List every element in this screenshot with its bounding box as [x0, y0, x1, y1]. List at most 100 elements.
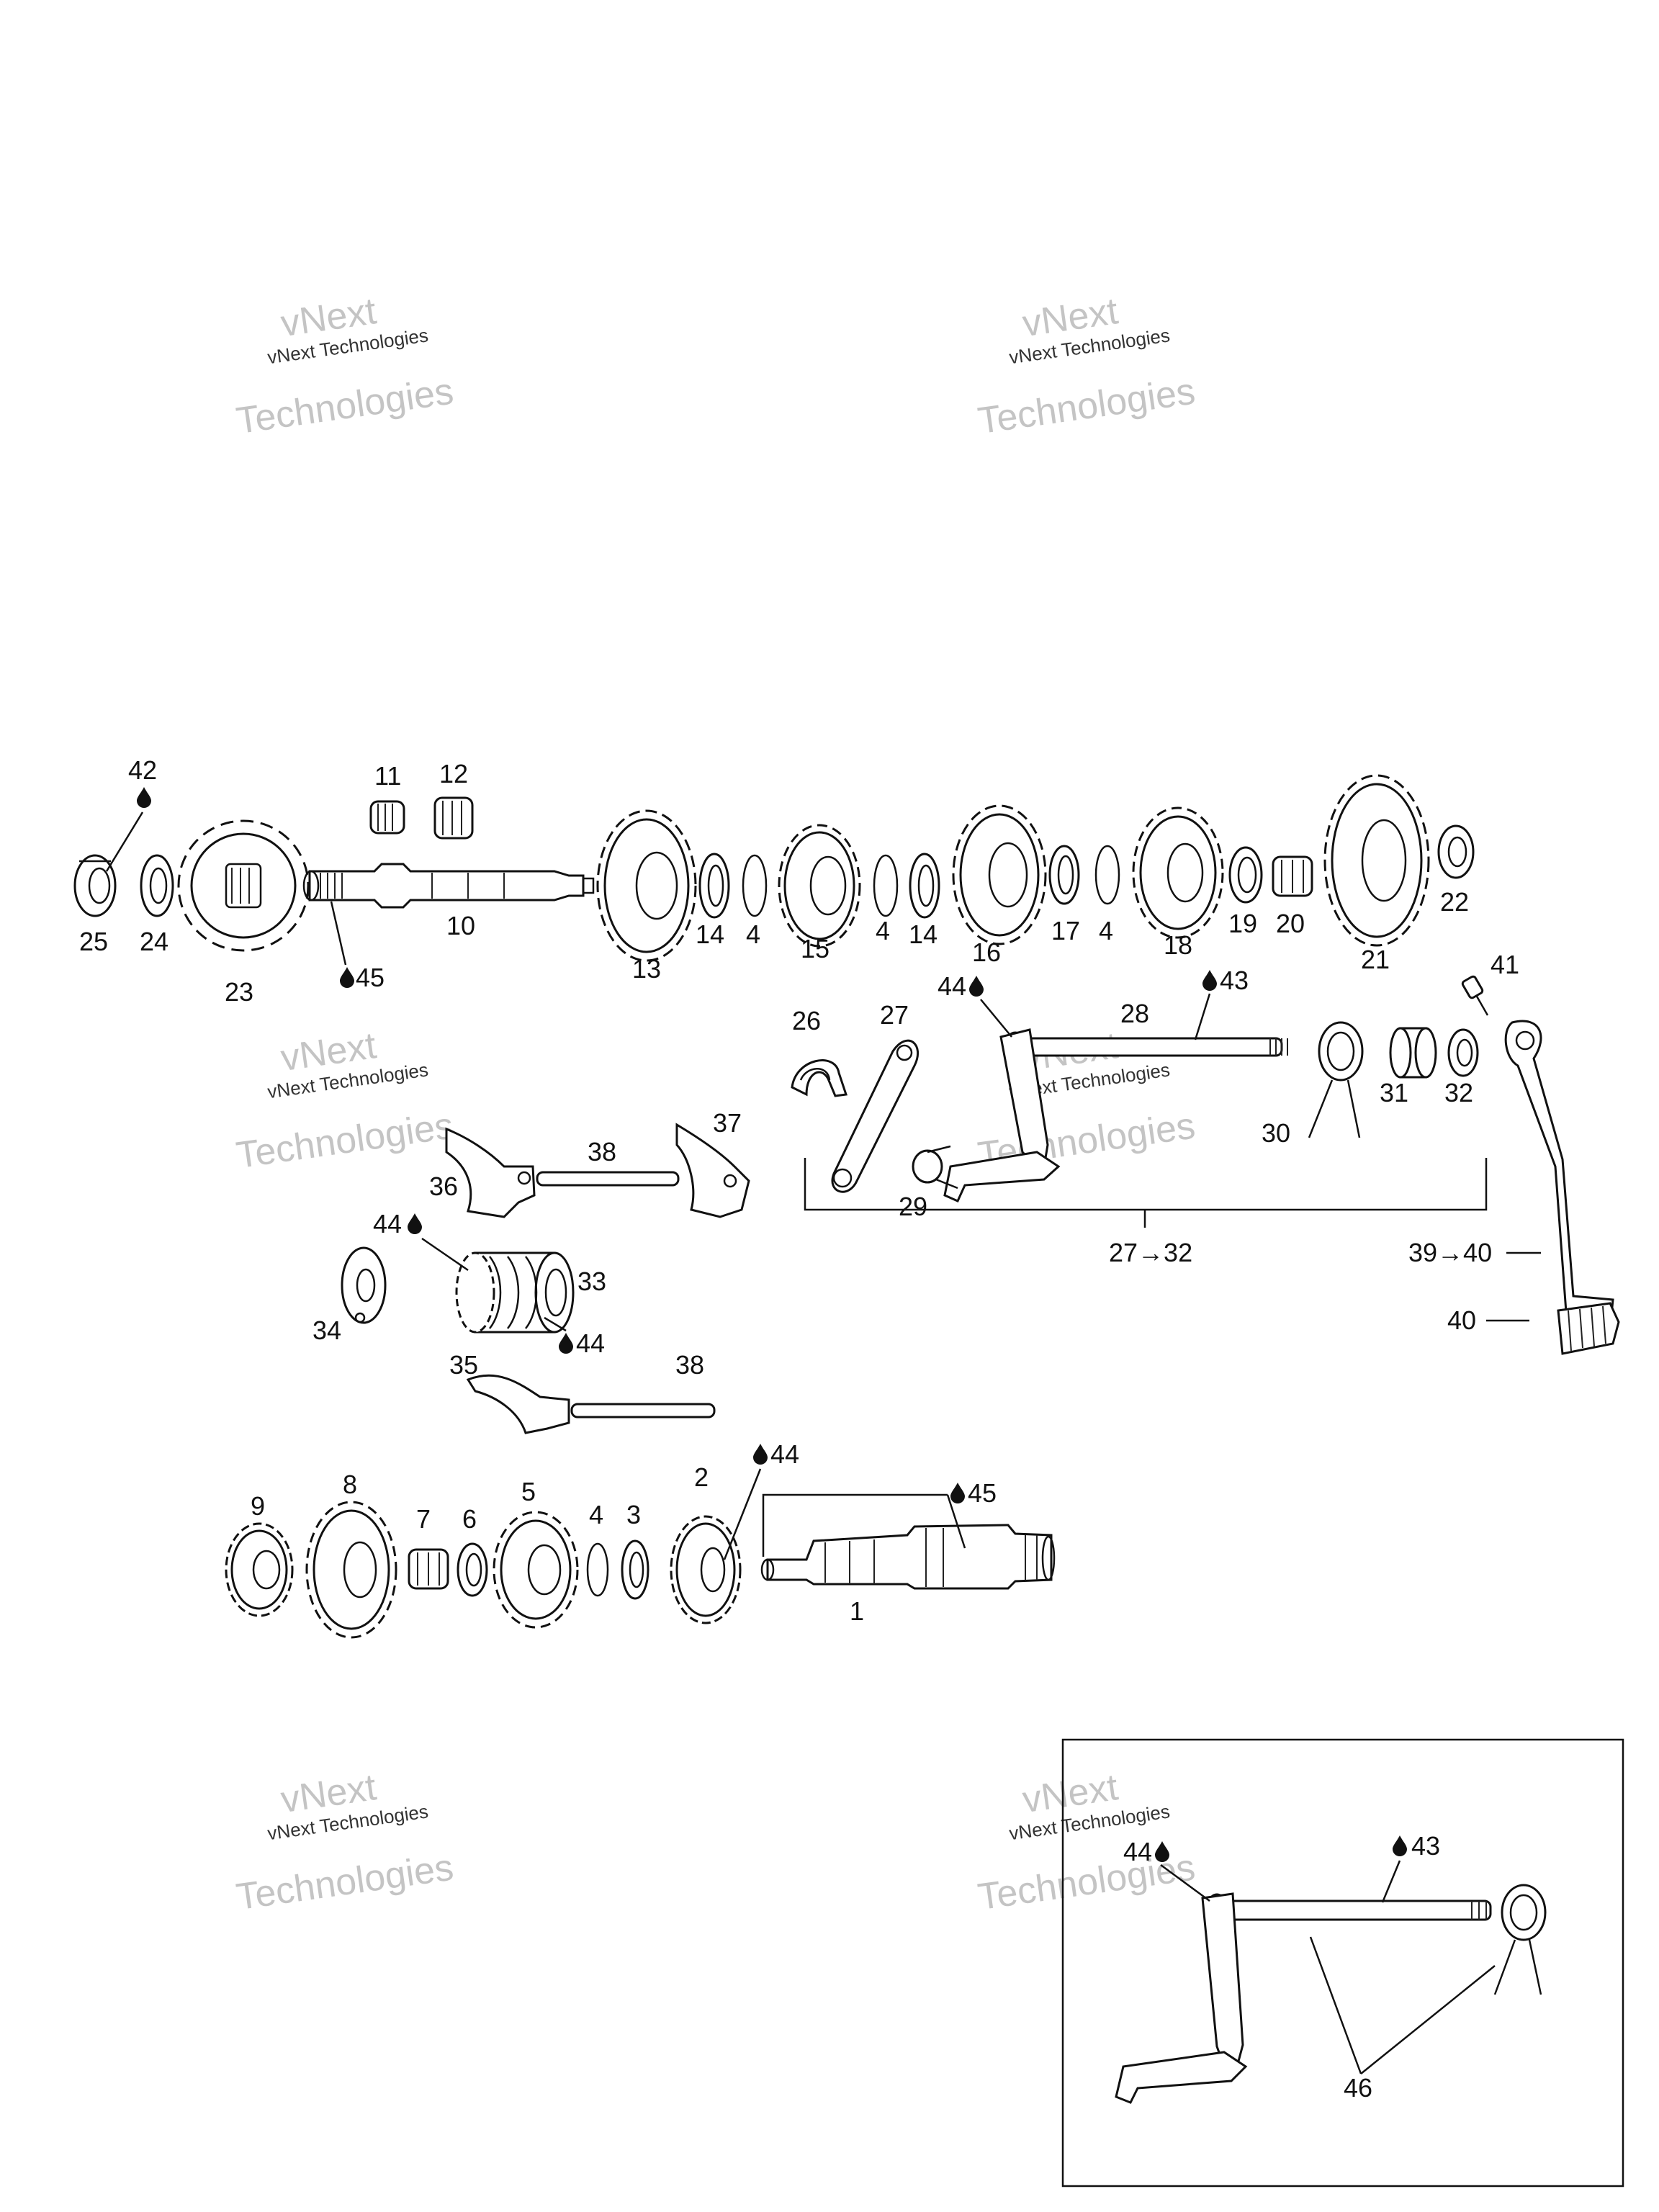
callout-41: 41: [1491, 950, 1519, 979]
output-shaft-assembly: 42 11 12 25 24 23 10 45 13 14 4 15 4 14 …: [73, 755, 1475, 1007]
part-34-plate: [341, 1246, 387, 1324]
part-4-circlip-d: [586, 1542, 609, 1597]
part-8-gear: [305, 1501, 397, 1639]
inset-shift-shaft-kit: 44 43 46: [1061, 1738, 1624, 2188]
callout-44: 44: [373, 1209, 402, 1238]
callout-2: 2: [694, 1462, 709, 1492]
oil-drop-icon: [1393, 1835, 1407, 1856]
input-shaft-assembly: 9 8 7 6 5 4 3 2 1 44 45: [225, 1439, 1056, 1639]
callout-33: 33: [577, 1267, 606, 1296]
callout-43: 43: [1220, 966, 1249, 995]
callout-20: 20: [1276, 909, 1305, 938]
part-4-circlip-b: [873, 854, 899, 917]
callout-15: 15: [801, 934, 830, 963]
oil-drop-icon: [559, 1333, 573, 1354]
callout-29: 29: [899, 1192, 927, 1221]
callout-12: 12: [439, 759, 468, 788]
part-14-washer-a: [698, 853, 730, 919]
callout-4: 4: [589, 1500, 603, 1529]
callout-44: 44: [1123, 1837, 1152, 1866]
callout-6: 6: [462, 1504, 477, 1534]
part-37-selector-fork: [675, 1123, 750, 1218]
selector-drum-assembly: 36 38 37 44 33 34 44 35 38: [313, 1108, 750, 1434]
callout-38: 38: [675, 1350, 704, 1380]
callout-44: 44: [576, 1328, 605, 1358]
part-16-gear: [952, 804, 1047, 945]
callout-30: 30: [1262, 1118, 1290, 1148]
oil-drop-icon: [408, 1213, 422, 1234]
callout-23: 23: [225, 977, 253, 1007]
callout-4: 4: [1099, 916, 1113, 945]
callout-3: 3: [626, 1500, 641, 1529]
callout-44: 44: [770, 1439, 799, 1469]
oil-drop-icon: [340, 967, 354, 988]
callout-21: 21: [1361, 945, 1390, 974]
watermark-top-left: Technologies vNext vNext Technologies: [234, 290, 457, 442]
callout-45: 45: [356, 963, 385, 992]
part-2-gear: [670, 1515, 742, 1624]
part-33-selector-drum: [455, 1251, 575, 1334]
part-30-spring: [1308, 1021, 1364, 1138]
callout-8: 8: [343, 1470, 357, 1499]
callout-17: 17: [1051, 916, 1080, 945]
part-29-spring: [912, 1145, 958, 1190]
part-31-bush: [1389, 1027, 1437, 1079]
callout-1: 1: [850, 1596, 864, 1626]
callout-45: 45: [968, 1478, 997, 1508]
part-27-selector-arm: [831, 1039, 919, 1193]
part-41-bolt: [1461, 975, 1489, 1016]
oil-drop-icon: [950, 1483, 965, 1503]
part-19-washer: [1228, 846, 1263, 904]
callout-44: 44: [938, 971, 966, 1001]
oil-drop-icon: [753, 1444, 768, 1465]
callout-19: 19: [1228, 909, 1257, 938]
part-13-gear: [596, 809, 697, 962]
svg-text:Technologies: Technologies: [976, 370, 1198, 442]
part-39-gear-lever: [1504, 1020, 1614, 1316]
part-4-circlip-c: [1094, 845, 1120, 905]
oil-drop-icon: [1155, 1841, 1169, 1862]
svg-text:Technologies: Technologies: [234, 370, 457, 442]
oil-drop-icon: [1202, 970, 1217, 991]
callout-18: 18: [1164, 930, 1192, 960]
gearshift-assembly: 44 43 28 41 26 27 29 30 31 32 27→32 39→4…: [791, 950, 1620, 1355]
callout-32: 32: [1444, 1078, 1473, 1107]
callout-35: 35: [449, 1350, 478, 1380]
callout-10: 10: [446, 911, 475, 940]
callout-28: 28: [1120, 999, 1149, 1028]
watermark-top-right: Technologies vNext vNext Technologies: [976, 290, 1198, 442]
callout-7: 7: [416, 1504, 431, 1534]
part-17-bush: [1048, 845, 1080, 905]
oil-drop-icon: [137, 787, 151, 808]
watermarks: Technologies vNext vNext Technologies Te…: [234, 290, 1198, 1918]
part-23-sprocket: [177, 819, 310, 952]
part-26-spring: [791, 1059, 848, 1097]
callout-46: 46: [1344, 2073, 1372, 2103]
part-1-input-shaft: [760, 1524, 1056, 1590]
callout-36: 36: [429, 1172, 458, 1201]
callout-11: 11: [374, 761, 401, 791]
callout-14: 14: [696, 920, 724, 949]
callout-9: 9: [251, 1491, 265, 1521]
part-6-washer: [457, 1542, 488, 1597]
part-40-lever-rubber: [1557, 1302, 1620, 1355]
part-10-output-shaft: [302, 863, 595, 909]
callout-5: 5: [521, 1477, 536, 1506]
svg-text:Technologies: Technologies: [234, 1105, 457, 1177]
callout-14: 14: [909, 920, 938, 949]
part-28-selector-claw: [943, 1151, 1061, 1202]
oil-drop-icon: [969, 976, 984, 997]
callout-31: 31: [1380, 1078, 1408, 1107]
part-24-washer: [140, 854, 174, 917]
watermark-mid-left: Technologies vNext vNext Technologies: [234, 1025, 457, 1177]
part-22-washer: [1437, 824, 1475, 879]
callout-38: 38: [588, 1137, 616, 1166]
callout-13: 13: [632, 954, 661, 984]
callout-27-32: 27→32: [1109, 1238, 1192, 1267]
callout-22: 22: [1440, 887, 1469, 917]
part-20-needle-bearing: [1272, 855, 1313, 897]
callout-4: 4: [876, 916, 890, 945]
part-12-needle-bearing: [433, 796, 474, 840]
part-11-needle-bearing: [369, 800, 405, 835]
callout-24: 24: [140, 927, 168, 956]
